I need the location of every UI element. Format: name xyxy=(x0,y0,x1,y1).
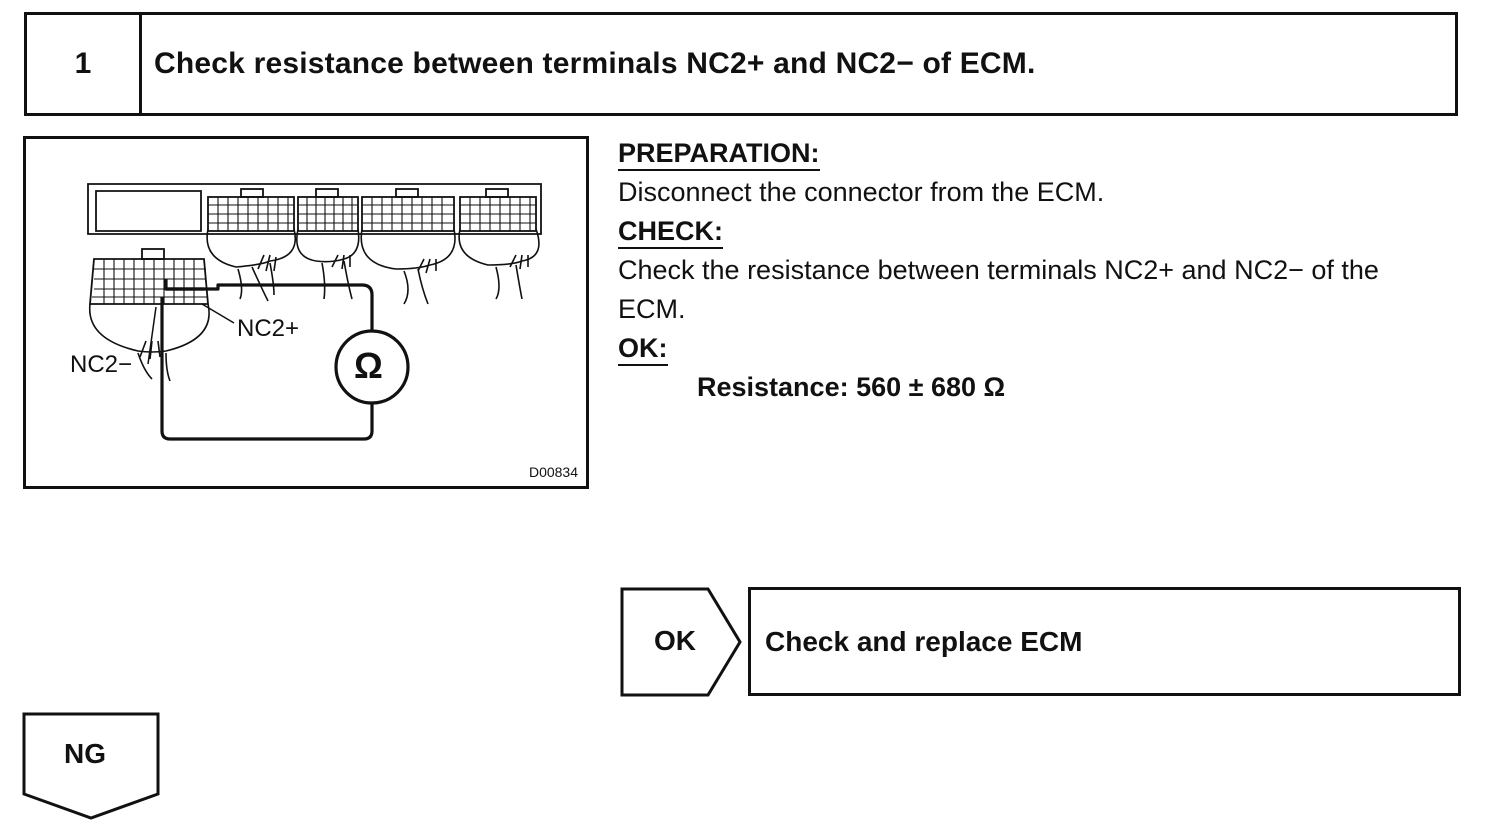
check-text-line2: ECM. xyxy=(618,294,686,324)
step-header: 1 Check resistance between terminals NC2… xyxy=(24,12,1458,116)
nc2-minus-label: NC2− xyxy=(70,351,133,378)
step-number: 1 xyxy=(27,15,142,113)
resistance-spec: Resistance: 560 ± 680 Ω xyxy=(697,372,1006,402)
ng-label: NG xyxy=(64,738,106,769)
connector-diagram: Ω NC2+ NC2− D00834 xyxy=(23,136,589,489)
ng-outcome-tag: NG xyxy=(22,712,162,822)
ok-action-text: Check and replace ECM xyxy=(765,625,1083,657)
right-arrow-tag-icon xyxy=(620,587,742,697)
figure-code: D00834 xyxy=(528,464,578,480)
ecm-connector-ohmmeter-diagram-icon xyxy=(87,183,542,441)
instructions: PREPARATION: Disconnect the connector fr… xyxy=(618,134,1478,407)
ok-action-box: Check and replace ECM xyxy=(748,587,1461,696)
preparation-text: Disconnect the connector from the ECM. xyxy=(618,177,1105,207)
down-arrow-tag-icon xyxy=(22,712,160,820)
nc2-plus-label: NC2+ xyxy=(237,315,300,342)
ok-heading: OK: xyxy=(618,332,668,366)
ohm-symbol-icon: Ω xyxy=(354,345,383,386)
check-text-line1: Check the resistance between terminals N… xyxy=(618,255,1379,285)
step-title: Check resistance between terminals NC2+ … xyxy=(154,47,1036,80)
ok-label: OK xyxy=(654,625,696,656)
ok-outcome-tag: OK xyxy=(620,587,745,697)
preparation-heading: PREPARATION: xyxy=(618,137,820,171)
check-heading: CHECK: xyxy=(618,215,723,249)
